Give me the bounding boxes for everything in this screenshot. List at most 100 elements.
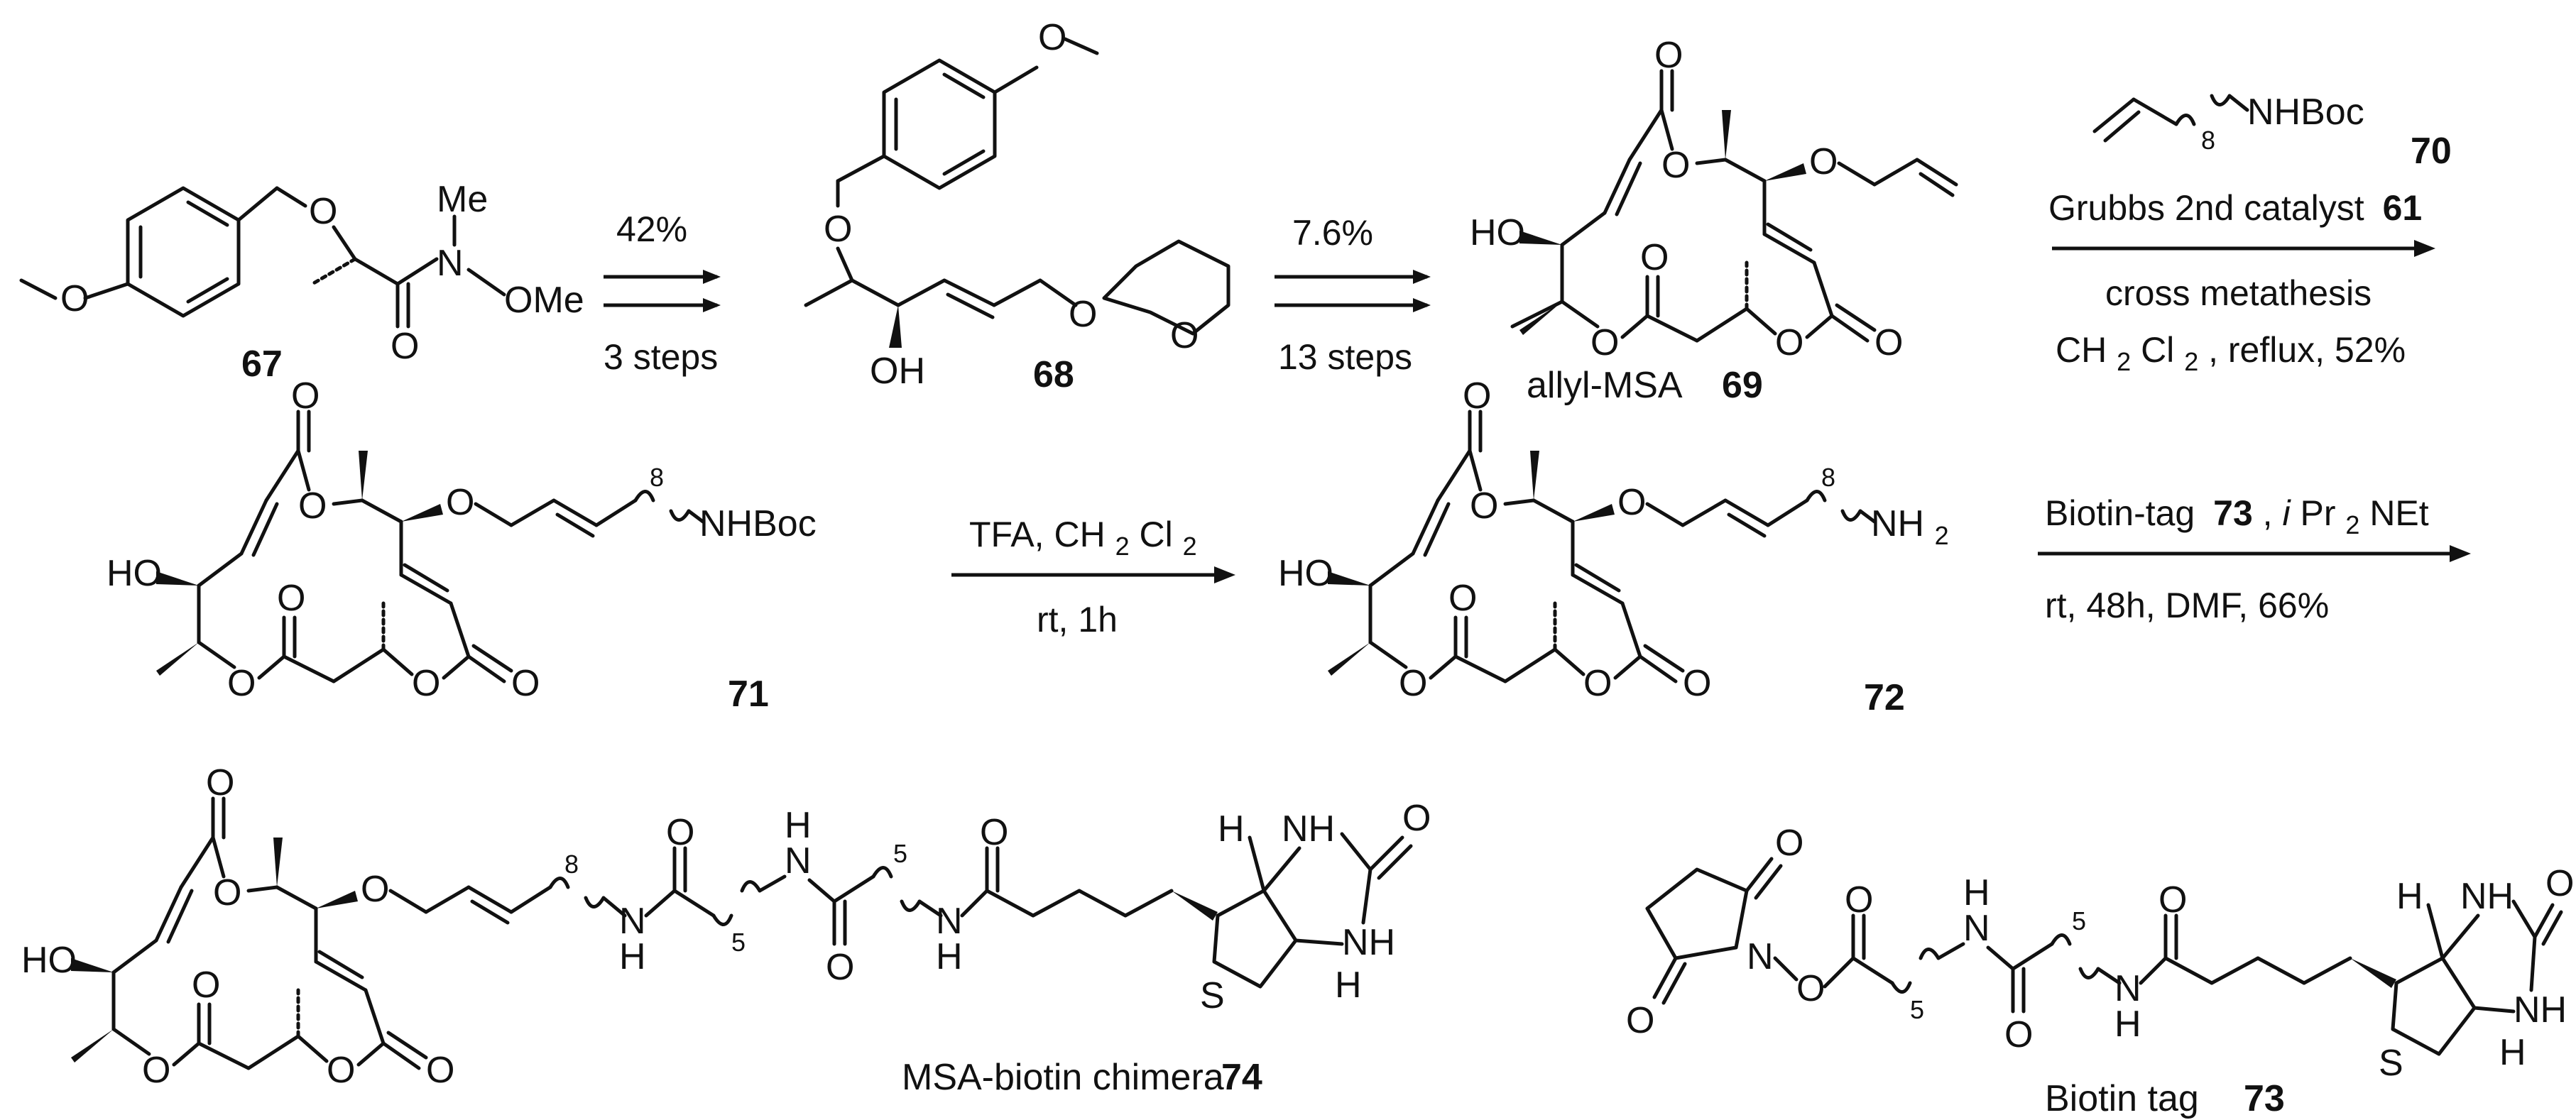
atom-o: O [277,578,305,619]
atom-h: H [2499,1032,2526,1073]
chain-count: 8 [564,850,579,879]
atom-s: S [1200,975,1225,1016]
compound-number: 72 [1864,677,1905,718]
solvent-ch: CH [2056,330,2107,370]
atom-o: O [2545,863,2574,904]
atom-nh2: NH [1871,503,1924,544]
atom-n: N [619,901,646,942]
compound-70: 8 NHBoc 70 [2092,92,2452,172]
sub: 2 [1183,532,1197,561]
atom-o: O [826,947,854,988]
atom-o: O [1170,315,1199,356]
atom-o: O [412,663,440,704]
atom-o: O [1626,1000,1654,1041]
step1-steps: 3 steps [604,337,718,377]
atom-ho: HO [1470,212,1525,253]
atom-n: N [936,901,963,942]
catalyst-number: 61 [2383,188,2423,228]
atom-o: O [1583,663,1612,704]
atom-o: O [2004,1014,2033,1055]
atom-ho: HO [21,940,77,981]
step1-yield: 42% [616,209,687,249]
compound-74: O HO O O O O [21,762,1431,1098]
atom-nh: NH [1282,808,1335,850]
atom-o: O [391,326,419,367]
base-i: i [2282,493,2291,533]
atom-o: O [1654,35,1683,76]
atom-o: O [1874,322,1903,363]
atom-o: O [824,209,852,250]
atom-o: O [1399,663,1427,704]
sub: 2 [2117,347,2131,376]
compound-71: O HO O O O O [107,375,817,715]
svg-text:Biotin-tag 73 ,: Biotin-tag 73 , i Pr 2 NEt [2045,493,2429,542]
atom-n: N [785,840,812,882]
atom-o: O [142,1050,170,1091]
atom-o: O [1845,879,1873,921]
comma: , [2263,493,2283,533]
svg-text:TFA, CH 2 Cl: TFA, CH 2 Cl 2 [969,515,1197,563]
atom-o: O [361,869,389,910]
atom-oh: OH [870,351,925,392]
atom-o: O [1809,141,1838,182]
reagent-biotin: Biotin-tag [2045,493,2195,533]
compound-label: Biotin tag [2045,1078,2199,1119]
chain-count: 8 [1821,463,1835,492]
step3-line1: cross metathesis [2105,273,2372,313]
reagent-cl: Cl [1140,515,1173,554]
atom-o: O [1775,322,1803,363]
catalyst-label: Grubbs 2nd catalyst [2048,188,2364,228]
reaction-arrow-4: TFA, CH 2 Cl 2 rt, 1h [951,515,1235,639]
step2-yield: 7.6% [1292,213,1373,253]
step5-line2: rt, 48h, DMF, 66% [2045,586,2329,625]
sub: 2 [2345,510,2359,539]
svg-text:Grubbs 2nd catalyst 61: Grubbs 2nd catalyst 61 [2048,188,2422,228]
atom-o: O [1590,322,1619,363]
compound-72: O HO O O O O [1278,375,1949,718]
atom-ho: HO [1278,553,1333,594]
atom-ho: HO [107,553,162,594]
atom-ome: OMe [504,280,584,321]
atom-me: Me [437,179,488,220]
reaction-arrow-1: 42% 3 steps [604,209,721,377]
compound-73: O O N O O 5 N H O 5 N H O [1626,823,2574,1119]
solvent-rest: , reflux, 52% [2208,330,2406,370]
reaction-arrow-5: Biotin-tag 73 , i Pr 2 NEt rt, 48h, DMF,… [2038,493,2471,625]
atom-h: H [1963,872,1990,913]
compound-68: O O OH O O 68 [804,17,1230,395]
atom-o: O [291,375,320,417]
reagent-tfa: TFA, CH [969,515,1106,554]
atom-h: H [785,805,812,846]
atom-o: O [213,872,241,913]
atom-o: O [1448,578,1477,619]
step2-steps: 13 steps [1278,337,1412,377]
compound-label: allyl-MSA [1527,365,1683,406]
compound-69: O HO O O O O [1470,35,1958,406]
atom-o: O [1796,968,1825,1009]
compound-number: 69 [1722,365,1763,406]
compound-number: 73 [2244,1078,2285,1119]
atom-o: O [60,278,89,319]
compound-number: 71 [728,674,769,715]
chain-count: 5 [893,839,907,868]
compound-number: 70 [2411,131,2452,172]
chain-count: 5 [1910,995,1924,1024]
atom-h: H [1218,808,1245,850]
atom-h: H [2396,876,2423,917]
atom-n: N [1747,936,1774,977]
compound-number: 67 [241,344,283,385]
atom-o: O [1470,485,1498,527]
atom-o: O [1463,375,1491,417]
atom-o: O [206,762,234,803]
base-net: NEt [2369,493,2428,533]
atom-nh: NH [2514,989,2567,1031]
atom-nhboc: NHBoc [699,503,817,544]
atom-n: N [1963,908,1990,949]
atom-nhboc: NHBoc [2247,92,2364,133]
atom-o: O [1775,823,1803,864]
base-pr: Pr [2300,493,2335,533]
atom-h: H [2114,1004,2141,1045]
atom-o: O [1402,798,1431,839]
compound-label: MSA-biotin chimera [902,1057,1224,1098]
